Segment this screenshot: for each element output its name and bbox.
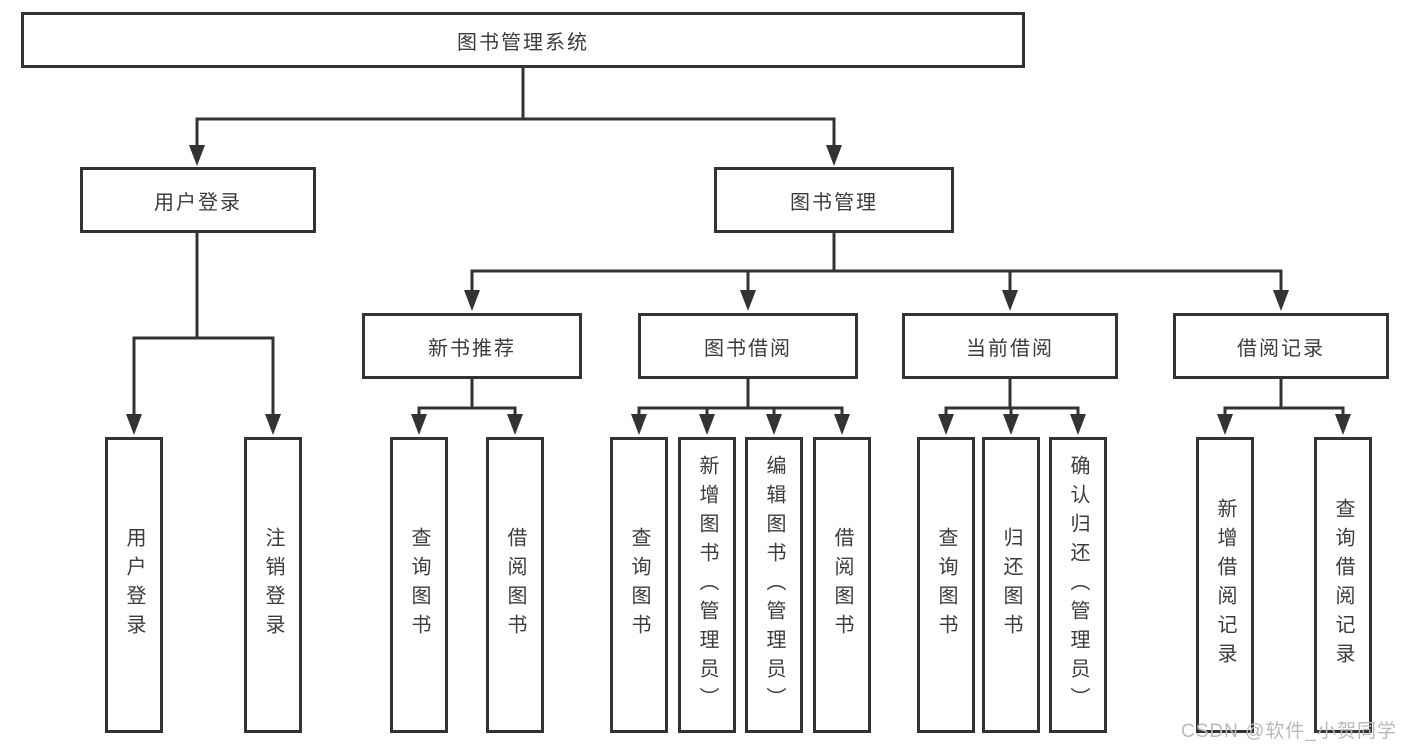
csdn-watermark: CSDN @软件_小贺同学: [1181, 721, 1397, 742]
leaf-label: 查询图书: [408, 527, 430, 643]
arrowhead: [631, 414, 647, 435]
arrowhead: [189, 145, 205, 166]
leaf-label: 借阅图书: [504, 527, 526, 643]
node-new-book-recommend: 新书推荐: [362, 313, 582, 379]
leaf-label: 查询图书: [935, 527, 957, 643]
node-borrow-records: 借阅记录: [1173, 313, 1389, 379]
leaf-user-login: 用户登录: [105, 437, 163, 733]
leaf-label: 新增借阅记录: [1214, 498, 1236, 672]
node-book-management: 图书管理: [714, 167, 954, 233]
node-current-borrow: 当前借阅: [902, 313, 1118, 379]
arrowhead: [1003, 414, 1019, 435]
leaf-current-return-books: 归还图书: [982, 437, 1040, 733]
leaf-borrow-edit-books-admin: 编辑图书（管理员）: [745, 437, 803, 733]
leaf-logout: 注销登录: [244, 437, 302, 733]
leaf-current-confirm-return-admin: 确认归还（管理员）: [1049, 437, 1107, 733]
leaf-label: 新增图书（管理员）: [696, 454, 718, 716]
tree-edges: [132, 66, 1345, 416]
leaf-recommend-borrow-books: 借阅图书: [486, 437, 544, 733]
arrowhead: [740, 290, 756, 311]
leaf-label: 确认归还（管理员）: [1067, 454, 1089, 716]
leaf-label: 编辑图书（管理员）: [763, 454, 785, 716]
leaf-borrow-add-books-admin: 新增图书（管理员）: [678, 437, 736, 733]
arrowheads: [126, 145, 1351, 435]
arrowhead: [126, 414, 142, 435]
leaf-records-query-record: 查询借阅记录: [1314, 437, 1372, 733]
leaf-records-add-record: 新增借阅记录: [1196, 437, 1254, 733]
leaf-current-query-books: 查询图书: [917, 437, 975, 733]
arrowhead: [766, 414, 782, 435]
node-user-login: 用户登录: [80, 167, 316, 233]
leaf-borrow-borrow-books: 借阅图书: [813, 437, 871, 733]
arrowhead: [507, 414, 523, 435]
arrowhead: [826, 145, 842, 166]
arrowhead: [1335, 414, 1351, 435]
arrowhead: [411, 414, 427, 435]
arrowhead: [834, 414, 850, 435]
node-book-borrow: 图书借阅: [638, 313, 858, 379]
leaf-borrow-query-books: 查询图书: [610, 437, 668, 733]
arrowhead: [699, 414, 715, 435]
arrowhead: [265, 414, 281, 435]
arrowhead: [1273, 290, 1289, 311]
leaf-label: 查询图书: [628, 527, 650, 643]
leaf-label: 归还图书: [1000, 527, 1022, 643]
arrowhead: [1070, 414, 1086, 435]
arrowhead: [464, 290, 480, 311]
node-root-library-system: 图书管理系统: [21, 12, 1025, 68]
leaf-label: 借阅图书: [831, 527, 853, 643]
leaf-label: 用户登录: [123, 527, 145, 643]
leaf-label: 注销登录: [262, 527, 284, 643]
arrowhead: [1217, 414, 1233, 435]
arrowhead: [938, 414, 954, 435]
leaf-recommend-query-books: 查询图书: [390, 437, 448, 733]
leaf-label: 查询借阅记录: [1332, 498, 1354, 672]
arrowhead: [1002, 290, 1018, 311]
